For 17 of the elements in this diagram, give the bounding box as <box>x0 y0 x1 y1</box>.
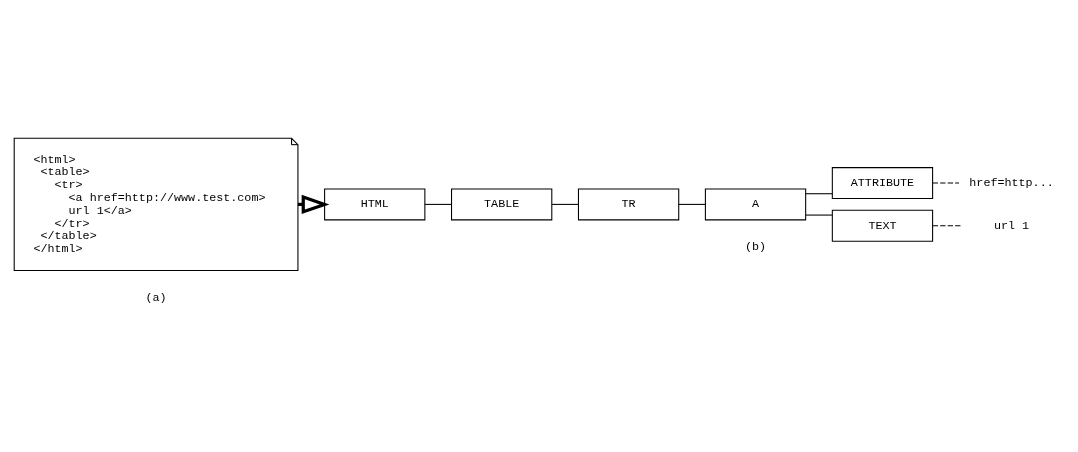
node-box: TEXT <box>831 209 934 242</box>
node-box: TABLE <box>451 188 553 221</box>
connector <box>805 214 833 216</box>
node-box: A <box>704 188 807 221</box>
connector <box>678 203 706 205</box>
connector <box>805 193 833 195</box>
connector <box>932 182 960 184</box>
node-box: TR <box>577 188 680 221</box>
label: (a) <box>145 291 167 306</box>
node-text: url 1 <box>993 218 1030 233</box>
connector <box>932 225 962 227</box>
connector <box>424 203 452 205</box>
node-box: HTML <box>324 188 426 221</box>
node-box: ATTRIBUTE <box>831 167 934 200</box>
node-text: href=http... <box>969 176 1054 191</box>
label: (b) <box>744 240 767 255</box>
connector <box>551 203 579 205</box>
